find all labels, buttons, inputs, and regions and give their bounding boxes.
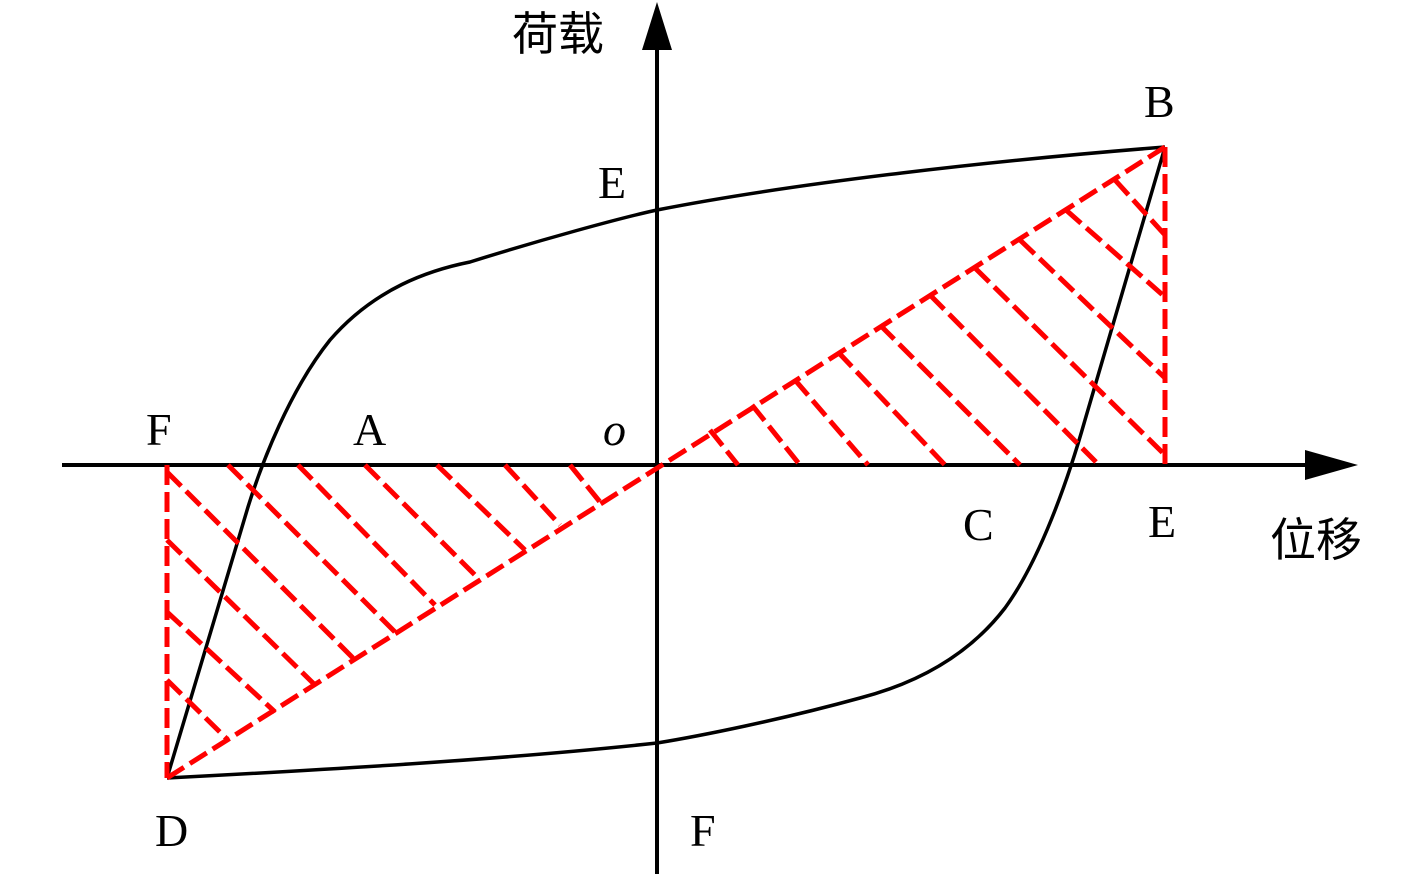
point-label-c: C: [963, 499, 994, 550]
axes: [62, 2, 1358, 874]
point-label-f-bottom: F: [690, 805, 716, 856]
hysteresis-loop: [165, 145, 1167, 780]
x-axis-label: 位移: [1270, 513, 1362, 567]
upper-branch-curve: [165, 145, 1166, 779]
origin-label: o: [603, 404, 626, 455]
point-label-b: B: [1144, 76, 1175, 127]
diagonal-line: [165, 144, 1167, 781]
labels: 荷载 位移 o B E F A C E D F: [146, 7, 1362, 856]
point-label-d: D: [155, 805, 188, 856]
point-label-a: A: [353, 404, 386, 455]
y-axis-label: 荷载: [512, 7, 604, 61]
lower-branch-curve: [166, 146, 1167, 780]
right-hatch-lines: [708, 178, 1167, 467]
energy-hatch-region: [164, 144, 1168, 781]
y-axis-arrow: [642, 2, 672, 50]
point-label-f-left: F: [146, 404, 172, 455]
left-hatch-lines: [165, 463, 602, 742]
point-label-e-right: E: [1148, 496, 1176, 547]
x-axis-arrow: [1305, 450, 1358, 480]
point-label-e-top: E: [598, 157, 626, 208]
